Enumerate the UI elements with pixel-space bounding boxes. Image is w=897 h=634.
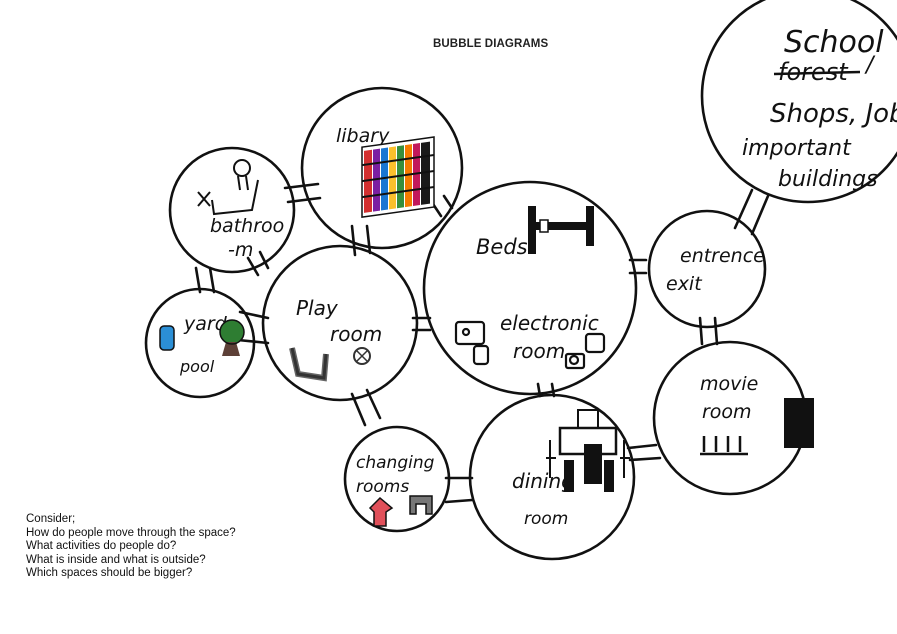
school-slash: / [864,53,876,78]
consider-title: Consider; [26,513,76,525]
movie-room-label: room [702,401,752,423]
connector-bathroom-playroom [246,250,270,277]
bubble-bathroom [168,146,296,274]
movie-label: movie [700,373,758,395]
connector-entrance-school [733,188,770,236]
clothing-drawing [368,495,433,527]
toilet-drawing [197,159,259,216]
dining-room-label: room [524,509,568,529]
library-label: libary [336,125,390,147]
question-1: How do people move through the space? [26,526,236,539]
pool-label: pool [179,357,215,376]
question-3: What is inside and what is outside? [26,553,206,566]
bubble-entrance [647,209,767,329]
consider-questions: Consider; How do people move through the… [26,513,236,581]
buildings-label: buildings [778,167,878,192]
electronic-label: electronic [500,311,599,335]
connector-dining-movie [626,443,662,462]
bubble-school [700,0,897,204]
changing-label: changing [356,453,435,473]
bathroom-label-1: bathroo [210,215,284,237]
connector-changing-dining [444,476,474,504]
bubble-beds [422,180,638,396]
slide-and-ball-drawing [289,347,371,382]
electronic-room-label: room [513,339,565,363]
entrance-label: entrence [680,245,765,267]
playroom-label-2: room [330,322,382,346]
devices-drawing [454,320,606,370]
bookshelf-drawing [361,136,435,218]
school-label: School [784,25,884,60]
page-heading: BUBBLE DIAGRAMS [433,38,549,50]
bed-drawing [528,206,594,254]
shops-job-label: Shops, Job [770,99,897,129]
bubble-dining [468,393,636,561]
exit-label: exit [666,273,703,295]
yard-label: yard [183,313,228,335]
dining-label: dining [512,469,574,493]
bathroom-label-2: -m [228,239,253,261]
connector-entrance-movie [698,316,719,346]
changing-rooms-label: rooms [356,477,409,497]
bubble-yard [144,287,256,399]
tv-and-seats-drawing [700,398,814,456]
table-and-chairs-drawing [546,409,630,492]
question-4: Which spaces should be bigger? [26,567,193,579]
question-2: What activities do people do? [26,540,177,552]
beds-label: Beds [476,235,528,259]
bubble-library [300,86,464,250]
important-label: important [742,136,852,161]
pool-and-tree-drawing [159,319,245,356]
bubble-playroom [261,244,419,402]
connector-library-playroom [350,224,372,257]
playroom-label-1: Play [296,296,339,320]
strikethrough-line [773,70,861,76]
bubble-changing [343,425,451,533]
